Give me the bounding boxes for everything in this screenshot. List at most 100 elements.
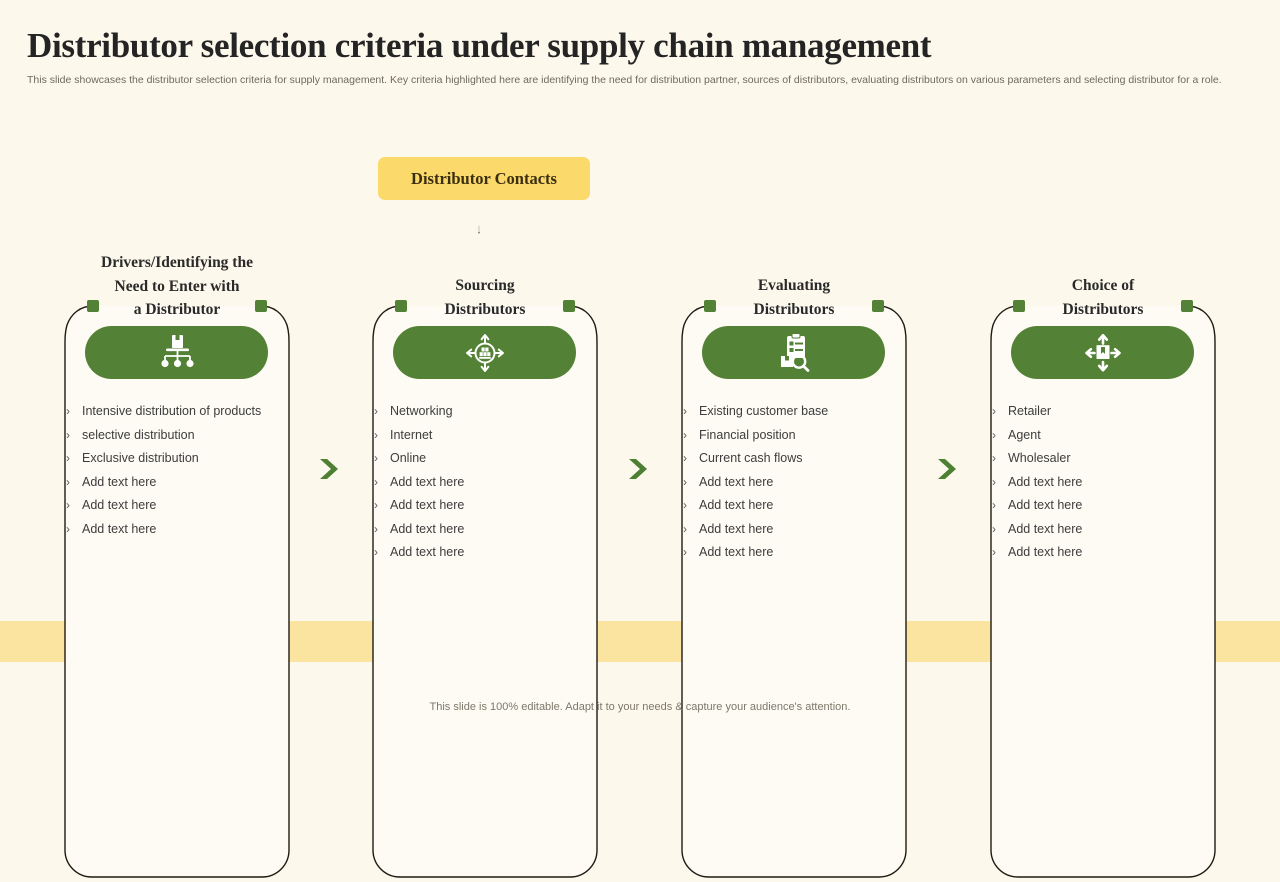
list-item-label: Add text here bbox=[1008, 474, 1083, 489]
bullet-marker: › bbox=[683, 474, 687, 489]
list-item[interactable]: › selective distribution bbox=[66, 428, 296, 443]
distributor-contacts-label: Distributor Contacts bbox=[411, 168, 557, 188]
list-item[interactable]: › Wholesaler bbox=[992, 451, 1222, 466]
box-four-arrows-icon bbox=[1011, 326, 1194, 379]
bullet-marker: › bbox=[992, 451, 996, 465]
bullet-marker: › bbox=[992, 521, 996, 536]
list-item[interactable]: ›Existing customer base bbox=[683, 404, 913, 419]
bullet-marker: › bbox=[66, 474, 70, 489]
list-item[interactable]: ›Add text here bbox=[683, 475, 913, 490]
bullet-marker: › bbox=[66, 427, 70, 442]
criteria-card[interactable]: ›Existing customer base ›Financial posit… bbox=[671, 300, 917, 882]
page-subtitle: This slide showcases the distributor sel… bbox=[27, 74, 1222, 86]
bullet-marker: › bbox=[374, 427, 378, 442]
column-title-line: Sourcing bbox=[455, 277, 515, 294]
list-item[interactable]: › Online bbox=[374, 451, 604, 466]
list-item[interactable]: ›Add text here bbox=[374, 475, 604, 490]
bullet-marker: › bbox=[66, 451, 70, 465]
card-outline bbox=[64, 305, 290, 878]
bullet-list: ›Intensive distribution of products ›sel… bbox=[66, 404, 296, 545]
list-item-label: Current cash flows bbox=[699, 451, 803, 465]
list-item-label: Add text here bbox=[1008, 498, 1083, 512]
list-item-label: Exclusive distribution bbox=[82, 451, 199, 465]
list-item-label: Add text here bbox=[82, 498, 157, 512]
card-outline bbox=[681, 305, 907, 878]
bullet-marker: › bbox=[374, 451, 378, 465]
list-item-label: Add text here bbox=[390, 474, 465, 489]
list-item[interactable]: ›Current cash flows bbox=[683, 451, 913, 466]
bullet-marker: › bbox=[683, 404, 687, 418]
card-outline bbox=[372, 305, 598, 878]
list-item-label: selective distribution bbox=[82, 427, 195, 442]
column-title-line: Need to Enter with bbox=[114, 277, 240, 295]
criteria-columns: Drivers/Identifying the Need to Enter wi… bbox=[64, 254, 1216, 878]
list-item[interactable]: › Add text here bbox=[683, 498, 913, 513]
down-arrow-icon bbox=[478, 225, 480, 234]
list-item[interactable]: ›Intensive distribution of products bbox=[66, 404, 296, 419]
list-item-label: Add text here bbox=[699, 498, 774, 512]
list-item[interactable]: ›Networking bbox=[374, 404, 604, 419]
list-item-label: Networking bbox=[390, 404, 453, 418]
column-title-line: Drivers/Identifying the bbox=[101, 254, 253, 271]
list-item[interactable]: › Agent bbox=[992, 428, 1222, 443]
list-item-label: Add text here bbox=[699, 545, 774, 559]
clipboard-inspection-icon bbox=[702, 326, 885, 379]
card-notch-right bbox=[872, 300, 884, 312]
bullet-marker: › bbox=[374, 498, 378, 512]
list-item[interactable]: › Add text here bbox=[66, 498, 296, 513]
list-item[interactable]: ›Add text here bbox=[683, 545, 913, 560]
list-item[interactable]: ›Financial position bbox=[683, 428, 913, 443]
bullet-list: ›Retailer › Agent › Wholesaler › Add text h… bbox=[992, 404, 1222, 569]
chevron-right-icon bbox=[938, 459, 956, 479]
list-item[interactable]: ›Add text here bbox=[374, 498, 604, 513]
column-title-line: Evaluating bbox=[757, 277, 831, 294]
list-item[interactable]: ›Add text here bbox=[992, 522, 1222, 537]
list-item-label: Add text here bbox=[82, 521, 157, 536]
bullet-marker: › bbox=[374, 521, 378, 536]
list-item-label: Add text here bbox=[390, 521, 465, 536]
bullet-marker: › bbox=[992, 474, 996, 489]
list-item-label: Online bbox=[390, 451, 427, 465]
distributor-contacts-node[interactable]: Distributor Contacts bbox=[378, 157, 590, 200]
list-item-label: Intensive distribution of products bbox=[82, 404, 262, 418]
list-item-label: Add text here bbox=[699, 521, 774, 536]
list-item[interactable]: › Add text here bbox=[992, 498, 1222, 513]
bullet-marker: › bbox=[683, 521, 687, 536]
bullet-marker: › bbox=[992, 427, 996, 442]
list-item[interactable]: › Add text here bbox=[992, 475, 1222, 490]
list-item-label: Agent bbox=[1008, 427, 1041, 442]
bullet-marker: › bbox=[992, 404, 996, 418]
criteria-card[interactable]: ›Retailer › Agent › Wholesaler › Add text h… bbox=[980, 300, 1226, 882]
chevron-right-icon bbox=[320, 459, 338, 479]
list-item-label: Wholesaler bbox=[1008, 451, 1071, 465]
bullet-marker: › bbox=[992, 498, 996, 512]
list-item[interactable]: ›Internet bbox=[374, 428, 604, 443]
list-item[interactable]: › Add text here bbox=[374, 545, 604, 560]
list-item-label: Add text here bbox=[390, 545, 465, 559]
card-notch-right bbox=[1181, 300, 1193, 312]
card-notch-left bbox=[87, 300, 99, 312]
card-notch-right bbox=[563, 300, 575, 312]
card-notch-left bbox=[1013, 300, 1025, 312]
criteria-card[interactable]: ›Intensive distribution of products ›sel… bbox=[54, 300, 300, 882]
bullet-marker: › bbox=[683, 498, 687, 512]
footer-note: This slide is 100% editable. Adapt it to… bbox=[429, 701, 851, 713]
list-item[interactable]: › Add text here bbox=[683, 522, 913, 537]
list-item[interactable]: › Add text here bbox=[66, 522, 296, 537]
list-item[interactable]: › Add text here bbox=[374, 522, 604, 537]
bullet-marker: › bbox=[66, 521, 70, 536]
card-notch-left bbox=[704, 300, 716, 312]
distribution-network-icon bbox=[85, 326, 268, 379]
list-item[interactable]: › Exclusive distribution bbox=[66, 451, 296, 466]
list-item[interactable]: ›Add text here bbox=[992, 545, 1222, 560]
list-item[interactable]: ›Add text here bbox=[66, 475, 296, 490]
column-title-line: Choice of bbox=[1071, 277, 1135, 294]
bullet-marker: › bbox=[66, 498, 70, 512]
card-notch-left bbox=[395, 300, 407, 312]
list-item-label: Financial position bbox=[699, 427, 796, 442]
bullet-marker: › bbox=[374, 545, 378, 559]
bullet-list: ›Existing customer base ›Financial posit… bbox=[683, 404, 913, 569]
criteria-card[interactable]: ›Networking ›Internet ›Online ›Add text … bbox=[362, 300, 608, 882]
page-title: Distributor selection criteria under sup… bbox=[27, 26, 932, 65]
list-item[interactable]: ›Retailer bbox=[992, 404, 1222, 419]
